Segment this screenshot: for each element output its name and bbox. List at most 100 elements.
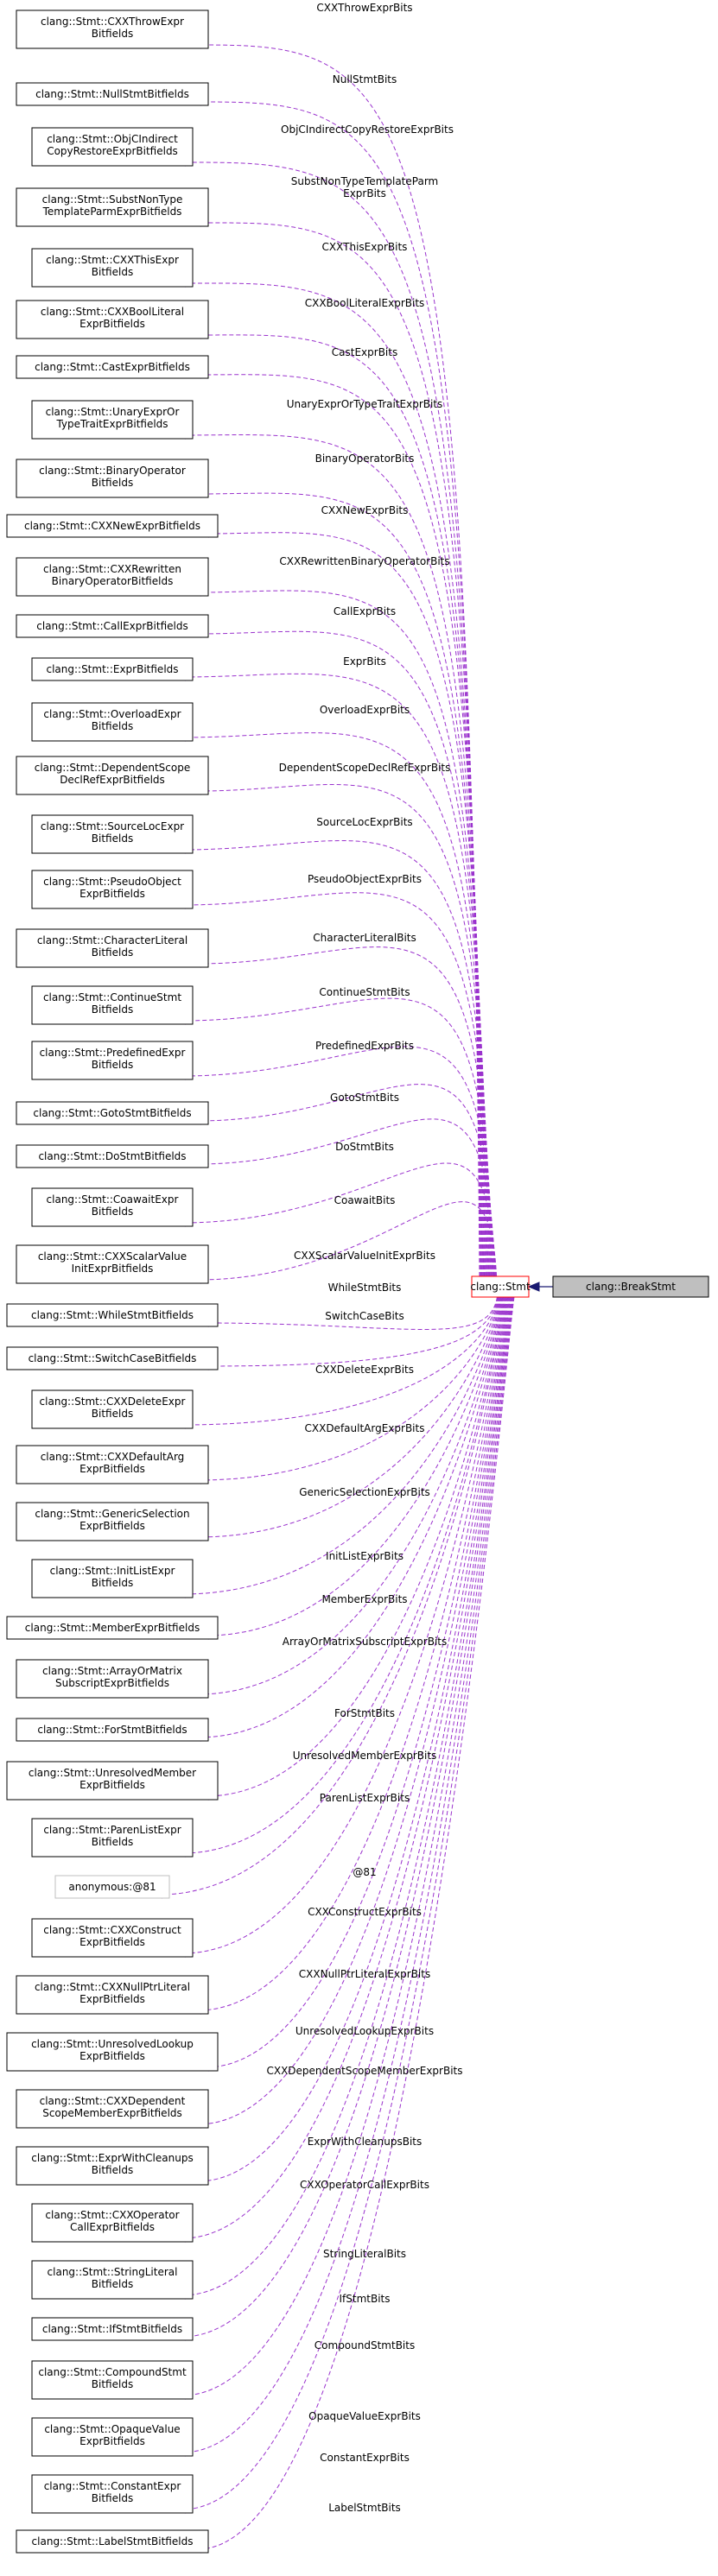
member-node-label: clang::Stmt::BinaryOperator — [39, 465, 186, 477]
member-node[interactable]: clang::Stmt::GenericSelectionExprBitfiel… — [16, 1502, 209, 1541]
member-node-box — [6, 1616, 219, 1640]
edge-label: ContinueStmtBits — [319, 986, 410, 998]
member-node[interactable]: clang::Stmt::ForStmtBitfields — [16, 1718, 209, 1742]
member-node-label: Bitfields — [92, 1577, 133, 1589]
member-edge — [181, 1296, 511, 2296]
member-node[interactable]: clang::Stmt::UnaryExprOrTypeTraitExprBit… — [31, 400, 194, 440]
member-node-label: CallExprBitfields — [70, 2221, 155, 2233]
member-node[interactable]: clang::Stmt::BinaryOperatorBitfields — [16, 459, 209, 498]
stmt-node-box — [471, 1275, 530, 1298]
member-node[interactable]: clang::Stmt::DependentScopeDeclRefExprBi… — [16, 756, 209, 795]
member-node[interactable]: clang::Stmt::CXXRewrittenBinaryOperatorB… — [16, 557, 209, 597]
member-node[interactable]: anonymous:@81 — [54, 1875, 170, 1899]
member-node-label: clang::Stmt::CastExprBitfields — [35, 361, 190, 373]
edge-label: GenericSelectionExprBits — [299, 1486, 430, 1498]
member-node[interactable]: clang::Stmt::ObjCIndirectCopyRestoreExpr… — [31, 127, 194, 167]
member-node[interactable]: clang::Stmt::CXXDependentScopeMemberExpr… — [16, 2089, 209, 2129]
member-node[interactable]: clang::Stmt::MemberExprBitfields — [6, 1616, 219, 1640]
member-node[interactable]: clang::Stmt::IfStmtBitfields — [31, 2317, 194, 2341]
member-node[interactable]: clang::Stmt::NullStmtBitfields — [16, 82, 209, 106]
member-node[interactable]: clang::Stmt::CXXNewExprBitfields — [6, 514, 219, 538]
member-node-label: clang::Stmt::PseudoObject — [43, 876, 181, 888]
member-node-label: clang::Stmt::UnaryExprOr — [46, 406, 180, 418]
member-node[interactable]: clang::Stmt::ExprBitfields — [31, 657, 194, 681]
member-node-box — [16, 82, 209, 106]
breakstmt-node[interactable]: clang::BreakStmt — [552, 1275, 709, 1298]
edge-label: WhileStmtBits — [328, 1282, 402, 1294]
member-node-box — [31, 127, 194, 167]
member-node-label: clang::Stmt::InitListExpr — [50, 1565, 175, 1577]
edge-label: ExprBits — [343, 655, 386, 668]
member-node-label: clang::Stmt::WhileStmtBitfields — [31, 1309, 194, 1321]
member-node[interactable]: clang::Stmt::CastExprBitfields — [16, 355, 209, 379]
member-node-label: clang::Stmt::CXXRewritten — [43, 563, 181, 575]
member-node-box — [16, 2146, 209, 2186]
edge-label: LabelStmtBits — [328, 2502, 401, 2514]
edge-label: CXXConstructExprBits — [308, 1906, 422, 1918]
member-node[interactable]: clang::Stmt::CXXOperatorCallExprBitfield… — [31, 2203, 194, 2243]
member-node-label: clang::Stmt::GenericSelection — [35, 1508, 189, 1520]
member-edge — [181, 434, 486, 1277]
member-node[interactable]: clang::Stmt::CXXScalarValueInitExprBitfi… — [16, 1244, 209, 1284]
member-node-label: Bitfields — [92, 266, 133, 278]
member-node[interactable]: clang::Stmt::UnresolvedMemberExprBitfiel… — [6, 1761, 219, 1801]
member-node-label: clang::Stmt::ExprBitfields — [46, 663, 178, 675]
member-node[interactable]: clang::Stmt::UnresolvedLookupExprBitfiel… — [6, 2032, 219, 2072]
member-node-box — [31, 1918, 194, 1958]
member-node[interactable]: clang::Stmt::CXXNullPtrLiteralExprBitfie… — [16, 1975, 209, 2015]
edge-label: CXXDependentScopeMemberExprBits — [266, 2065, 462, 2077]
member-node[interactable]: clang::Stmt::GotoStmtBitfields — [16, 1101, 209, 1125]
member-edge — [181, 997, 493, 1277]
member-node-label: ExprBitfields — [79, 1993, 145, 2005]
member-node-label: clang::Stmt::ObjCIndirect — [47, 133, 178, 145]
member-node-label: ExprBitfields — [79, 2435, 145, 2447]
member-node-box — [31, 1818, 194, 1858]
member-node-box — [16, 1101, 209, 1125]
member-edge — [197, 946, 492, 1277]
member-node-box — [31, 1187, 194, 1227]
member-node[interactable]: clang::Stmt::DoStmtBitfields — [16, 1144, 209, 1168]
edge-label: MemberExprBits — [321, 1593, 407, 1605]
member-node-label: Bitfields — [92, 2164, 133, 2176]
edge-label: ArrayOrMatrixSubscriptExprBits — [283, 1636, 448, 1648]
member-edge — [181, 1296, 505, 1854]
member-node-box — [31, 1559, 194, 1598]
stmt-node[interactable]: clang::Stmt — [470, 1275, 531, 1298]
member-edge — [181, 1296, 502, 1595]
member-node[interactable]: clang::Stmt::WhileStmtBitfields — [6, 1303, 219, 1327]
member-edge — [205, 1296, 508, 2068]
member-node[interactable]: clang::Stmt::LabelStmtBitfields — [16, 2529, 209, 2554]
member-node-label: clang::Stmt::ConstantExpr — [44, 2480, 181, 2492]
member-node[interactable]: clang::Stmt::CallExprBitfields — [16, 614, 209, 638]
edge-label: CXXThisExprBits — [322, 241, 408, 253]
member-node-label: clang::Stmt::CXXBoolLiteral — [41, 306, 184, 318]
member-node-box — [31, 702, 194, 742]
member-node-box — [16, 2089, 209, 2129]
member-node-label: clang::Stmt::CXXThisExpr — [46, 254, 179, 266]
member-node[interactable]: clang::Stmt::ArrayOrMatrixSubscriptExprB… — [16, 1659, 209, 1699]
member-edge — [181, 1296, 507, 1954]
member-node[interactable]: clang::Stmt::SubstNonTypeTemplateParmExp… — [16, 187, 209, 227]
member-node[interactable]: clang::Stmt::SwitchCaseBitfields — [6, 1346, 219, 1370]
member-node-label: ExprBitfields — [79, 1463, 145, 1475]
